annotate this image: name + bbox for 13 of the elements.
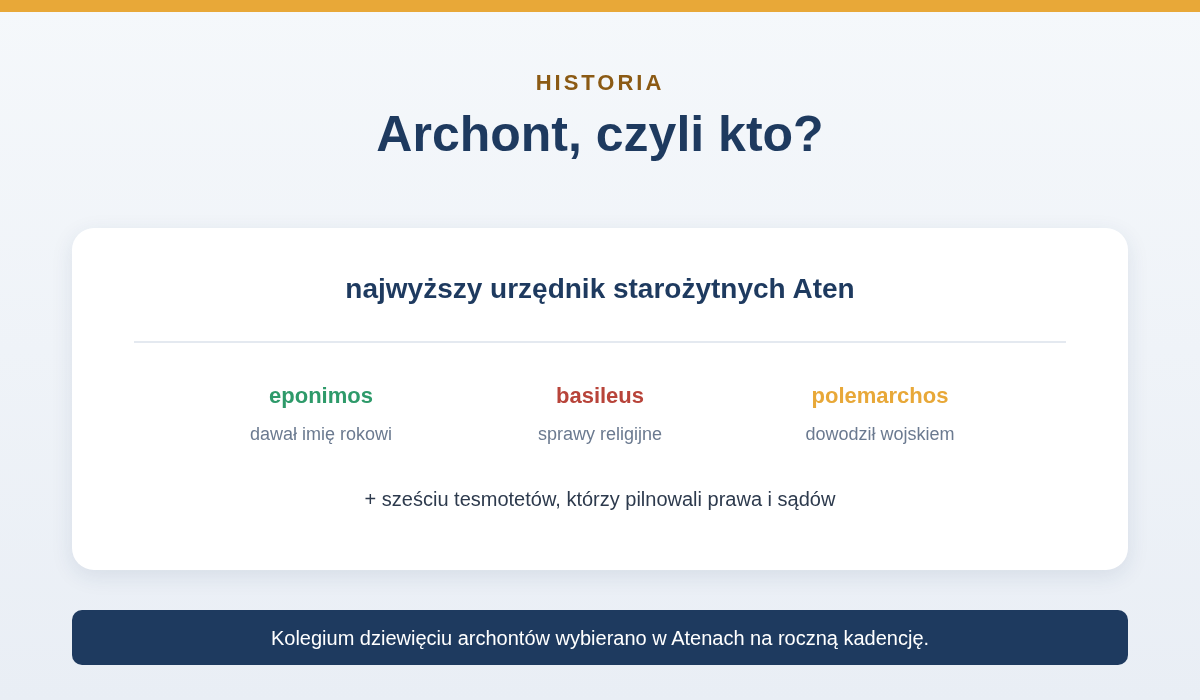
section-kicker: HISTORIA — [535, 70, 665, 96]
term-title: basileus — [556, 383, 644, 409]
note-text: + sześciu tesmotetów, którzy pilnowali prawa i sądów — [364, 488, 836, 511]
term-description: dowodził wojskiem — [805, 424, 955, 445]
info-banner — [72, 610, 1128, 665]
term-title: polemarchos — [811, 383, 949, 409]
banner-text: Kolegium dziewięciu archontów wybierano w Atenach na roczną kadencję. — [270, 626, 930, 649]
term-title: eponimos — [269, 383, 373, 409]
page-title: Archont, czyli kto? — [376, 105, 824, 164]
card-heading: najwyższy urzędnik starożytnych Aten — [345, 273, 855, 305]
term-description: sprawy religijne — [537, 424, 663, 445]
content-card — [72, 228, 1128, 570]
term-description: dawał imię rokowi — [249, 424, 393, 445]
